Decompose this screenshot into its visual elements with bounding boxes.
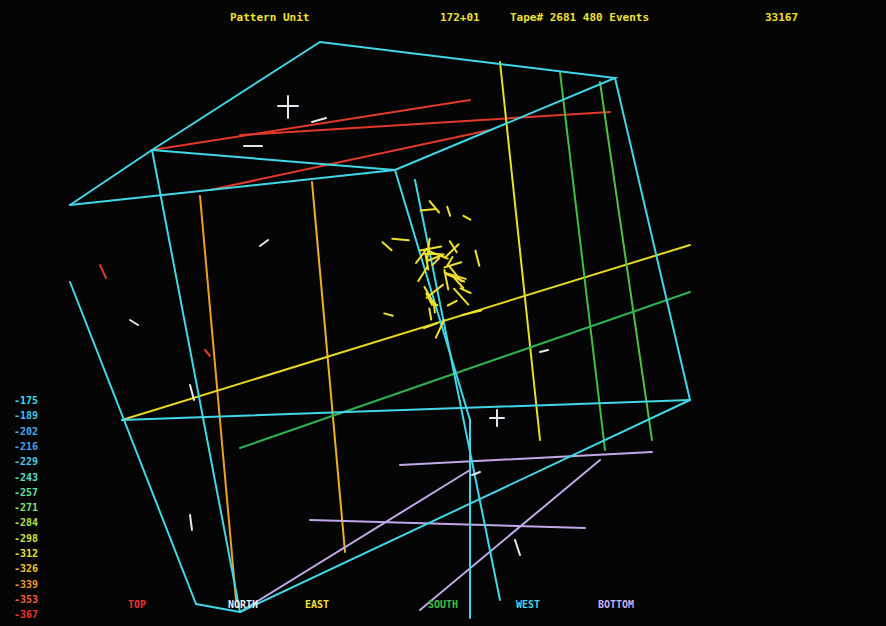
face-label: TOP — [128, 600, 146, 610]
header-text: 33167 — [765, 12, 798, 23]
time-scale-value: -229 — [14, 457, 38, 467]
hit-mark — [475, 251, 479, 266]
hit-mark — [418, 267, 427, 281]
hit-mark — [454, 289, 468, 305]
hit-mark — [445, 262, 462, 267]
hit-mark — [384, 313, 393, 315]
time-scale-value: -367 — [14, 610, 38, 620]
time-scale-value: -202 — [14, 427, 38, 437]
time-scale-value: -353 — [14, 595, 38, 605]
face-label: WEST — [516, 600, 540, 610]
hit-mark — [383, 242, 392, 250]
hit-mark — [455, 278, 464, 288]
header-text: Pattern Unit — [230, 12, 309, 23]
hit-mark — [447, 207, 450, 216]
hit-mark — [427, 255, 444, 262]
hit-mark — [421, 209, 437, 210]
time-scale-value: -326 — [14, 564, 38, 574]
time-scale-value: -298 — [14, 534, 38, 544]
time-scale-value: -284 — [14, 518, 38, 528]
hit-mark — [427, 285, 443, 298]
hit-mark — [436, 320, 444, 338]
time-scale-value: -189 — [14, 411, 38, 421]
time-scale-value: -257 — [14, 488, 38, 498]
time-scale-value: -216 — [14, 442, 38, 452]
face-label: NORTH — [228, 600, 258, 610]
hit-mark — [430, 201, 440, 212]
hit-mark — [416, 249, 427, 263]
hit-mark — [429, 308, 431, 319]
hit-mark — [427, 239, 430, 259]
hit-mark — [392, 239, 408, 241]
time-scale-value: -312 — [14, 549, 38, 559]
time-scale-value: -243 — [14, 473, 38, 483]
face-label: BOTTOM — [598, 600, 634, 610]
hit-mark — [461, 288, 471, 293]
time-scale-value: -339 — [14, 580, 38, 590]
time-scale-value: -271 — [14, 503, 38, 513]
hit-mark — [420, 247, 441, 251]
hit-mark — [464, 216, 471, 220]
hit-mark — [462, 311, 482, 316]
hit-mark — [445, 244, 459, 257]
header-text: 172+01 — [440, 12, 480, 23]
time-scale-value: -175 — [14, 396, 38, 406]
face-label: EAST — [305, 600, 329, 610]
hit-mark — [424, 323, 437, 328]
header-text: Tape# 2681 480 Events — [510, 12, 649, 23]
hit-mark — [448, 301, 457, 306]
face-label: SOUTH — [428, 600, 458, 610]
